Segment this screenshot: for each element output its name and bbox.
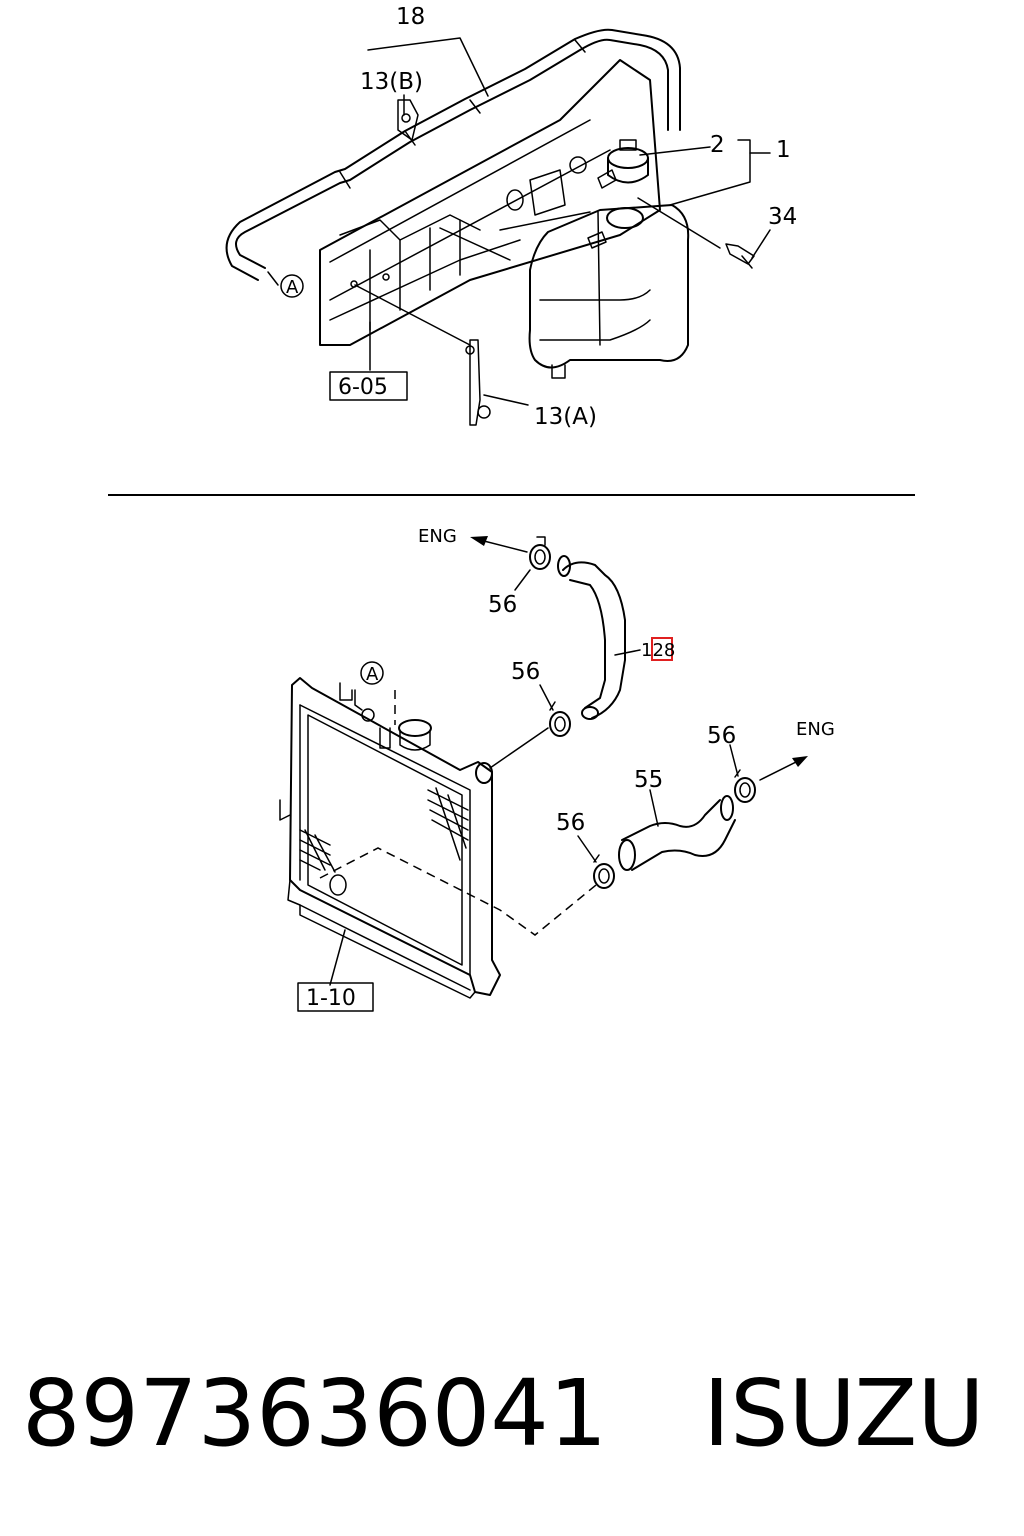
ref-circle-a-top: A bbox=[280, 274, 304, 298]
eng-arrow-right bbox=[759, 756, 808, 781]
reservoir-assembly-diagram: 18 13(B) 2 1 34 13(A) 6-05 A bbox=[225, 4, 797, 430]
callout-2: 2 bbox=[710, 132, 725, 158]
callout-56-right: 56 bbox=[707, 723, 736, 749]
ref-label-6-05: 6-05 bbox=[338, 375, 388, 400]
radiator-hose-diagram: ENG 56 128 56 56 ENG 55 56 A 1-10 bbox=[279, 526, 835, 1012]
ref-label-a-bottom: A bbox=[366, 664, 379, 685]
callout-13a: 13(A) bbox=[534, 404, 597, 430]
callout-128: 128 bbox=[641, 640, 675, 661]
part-number: 8973636041 bbox=[22, 1360, 607, 1467]
clamp-56-bottom bbox=[593, 854, 615, 889]
reservoir-tank bbox=[528, 204, 690, 379]
highlight-box bbox=[651, 637, 673, 661]
clip-13b bbox=[397, 99, 419, 141]
ref-box-1-10: 1-10 bbox=[297, 982, 374, 1012]
brand-name: ISUZU bbox=[703, 1360, 985, 1467]
callout-56-middle: 56 bbox=[511, 659, 540, 685]
callout-18: 18 bbox=[396, 4, 425, 30]
ref-label-a-top: A bbox=[286, 277, 299, 298]
callout-13b: 13(B) bbox=[360, 69, 423, 95]
callout-1: 1 bbox=[776, 137, 791, 163]
frame-crossmember bbox=[319, 59, 661, 346]
callout-55: 55 bbox=[634, 767, 663, 793]
clamp-56-top bbox=[529, 536, 551, 570]
ref-label-1-10: 1-10 bbox=[306, 986, 356, 1011]
radiator bbox=[279, 677, 501, 999]
ref-box-6-05: 6-05 bbox=[329, 371, 408, 401]
callout-56-top: 56 bbox=[488, 592, 517, 618]
clamp-56-middle bbox=[549, 701, 571, 737]
callout-56-bottom: 56 bbox=[556, 810, 585, 836]
lower-hose-55 bbox=[618, 795, 736, 871]
upper-hose-128 bbox=[557, 555, 626, 720]
eng-arrow-top bbox=[470, 536, 528, 553]
callout-34: 34 bbox=[768, 204, 797, 230]
eng-label-top: ENG bbox=[418, 526, 457, 547]
bolt-34 bbox=[725, 243, 755, 269]
pressure-cap-2 bbox=[597, 139, 649, 189]
top-leader-lines bbox=[267, 37, 771, 406]
ref-circle-a-bottom: A bbox=[360, 661, 384, 685]
bottom-leader-lines bbox=[319, 569, 739, 986]
clip-13a bbox=[465, 339, 491, 426]
eng-label-right: ENG bbox=[796, 719, 835, 740]
hose-18 bbox=[225, 28, 681, 281]
